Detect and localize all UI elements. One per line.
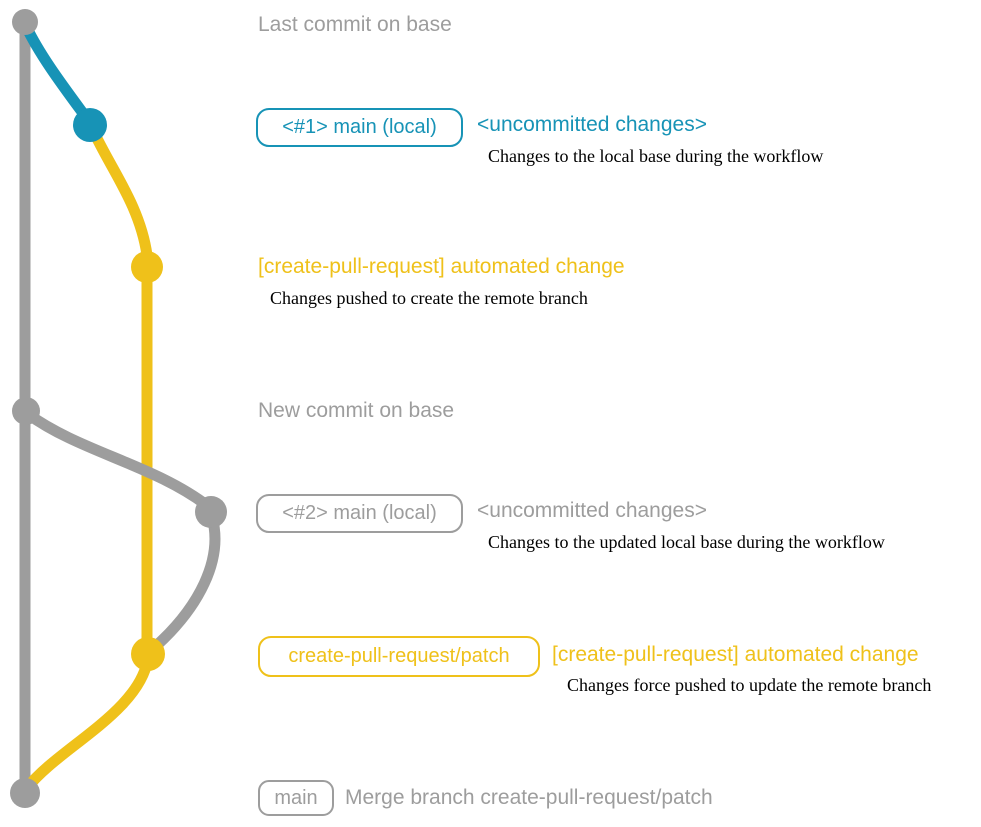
new-commit-label: New commit on base xyxy=(258,399,455,422)
automated-change-2-title: [create-pull-request] automated change xyxy=(552,643,919,666)
uncommitted-changes-2-title: <uncommitted changes> xyxy=(477,499,707,522)
uncommitted-changes-2-description: Changes to the updated local base during… xyxy=(488,532,885,552)
main-local-2-badge-label: <#2> main (local) xyxy=(282,502,437,524)
rebase-curve xyxy=(150,511,221,652)
commit-node-merge xyxy=(10,778,40,808)
patch-branch-line xyxy=(87,124,153,660)
commit-node-last-base xyxy=(12,9,38,35)
automated-change-1-description: Changes pushed to create the remote bran… xyxy=(270,288,588,308)
commit-node-main-local-1 xyxy=(73,108,107,142)
main-local-1-badge-label: <#1> main (local) xyxy=(282,116,437,138)
base-update-curve xyxy=(22,408,215,513)
main-badge: main xyxy=(258,780,334,816)
uncommitted-changes-1-title: <uncommitted changes> xyxy=(477,113,707,136)
uncommitted-changes-1-description: Changes to the local base during the wor… xyxy=(488,146,824,166)
patch-branch-badge: create-pull-request/patch xyxy=(258,636,540,677)
main-badge-label: main xyxy=(274,786,318,809)
main-local-1-badge: <#1> main (local) xyxy=(256,108,463,147)
last-commit-label: Last commit on base xyxy=(258,13,452,36)
commit-node-new-base xyxy=(12,397,40,425)
main-local-2-badge: <#2> main (local) xyxy=(256,494,463,533)
automated-change-2-description: Changes force pushed to update the remot… xyxy=(567,675,932,695)
commit-node-main-local-2 xyxy=(195,496,227,528)
main-local-branch-curve xyxy=(20,20,94,126)
automated-change-1-title: [create-pull-request] automated change xyxy=(258,255,625,278)
commit-node-patch-1 xyxy=(131,251,163,283)
patch-branch-badge-label: create-pull-request/patch xyxy=(288,645,510,667)
merge-curve xyxy=(21,652,154,794)
merge-title: Merge branch create-pull-request/patch xyxy=(345,786,713,809)
commit-node-patch-2 xyxy=(131,637,165,671)
